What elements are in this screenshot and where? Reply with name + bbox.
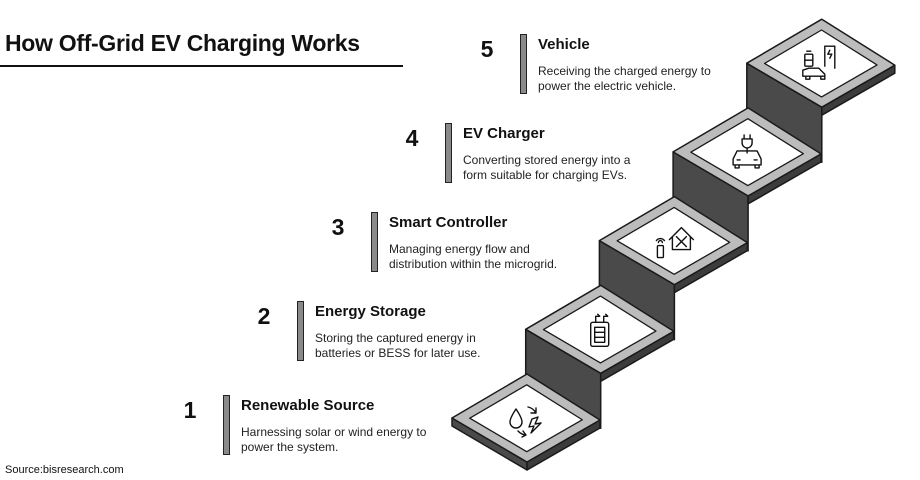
electric-vehicle-charging-icon — [802, 45, 836, 80]
stair-step-4 — [672, 107, 822, 252]
stair-step-2 — [524, 284, 675, 430]
step-divider-bar — [371, 212, 378, 272]
stair-step-3 — [598, 195, 749, 341]
step-description-line: Managing energy flow and — [389, 242, 530, 256]
step-tile-inner — [763, 29, 878, 98]
step-title: Energy Storage — [315, 303, 426, 320]
step-title: Smart Controller — [389, 214, 508, 231]
renewable-energy-icon — [509, 406, 542, 438]
step-description-line: form suitable for charging EVs. — [463, 168, 628, 182]
battery-storage-icon — [590, 313, 610, 347]
step-description-line: Harnessing solar or wind energy to — [241, 425, 427, 439]
stair-step-5 — [746, 18, 896, 163]
step-number: 3 — [331, 214, 345, 240]
step-tile-inner — [469, 384, 583, 453]
ev-plug-car-icon — [732, 134, 762, 169]
stair-step-1 — [451, 373, 601, 471]
step-number: 5 — [480, 36, 494, 62]
step-title: Renewable Source — [241, 397, 375, 414]
step-tile-inner — [616, 206, 731, 275]
step-description-line: Receiving the charged energy to — [538, 64, 711, 78]
step-title: Vehicle — [538, 36, 590, 53]
step-description-line: Converting stored energy into a — [463, 153, 631, 167]
step-tile-inner — [542, 295, 657, 364]
step-description-line: power the electric vehicle. — [538, 79, 677, 93]
step-description-line: batteries or BESS for later use. — [315, 346, 481, 360]
step-number: 1 — [183, 397, 197, 423]
step-number: 2 — [257, 303, 271, 329]
page-title: How Off-Grid EV Charging Works — [5, 30, 360, 56]
smart-home-controller-icon — [655, 226, 695, 259]
step-description-line: power the system. — [241, 440, 339, 454]
source-credit: Source:bisresearch.com — [5, 464, 124, 476]
step-divider-bar — [297, 301, 304, 361]
step-number: 4 — [405, 125, 419, 151]
step-description-line: distribution within the microgrid. — [389, 257, 558, 271]
step-title: EV Charger — [463, 125, 545, 142]
title-underline — [0, 65, 403, 67]
step-divider-bar — [520, 34, 527, 94]
step-divider-bar — [445, 123, 452, 183]
step-divider-bar — [223, 395, 230, 455]
step-description-line: Storing the captured energy in — [315, 331, 476, 345]
